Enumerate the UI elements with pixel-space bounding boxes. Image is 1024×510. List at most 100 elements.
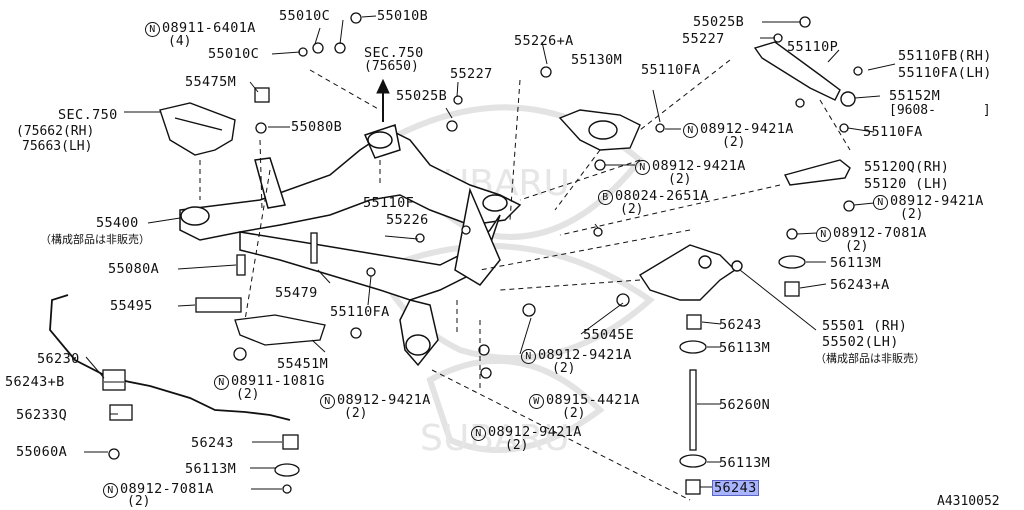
part-label-55120Q-RH[interactable]: 55120Q(RH)	[864, 159, 950, 175]
sec-ref-75650: (75650)	[364, 59, 419, 74]
part-label-55501-RH[interactable]: 55501 (RH)	[822, 318, 908, 334]
qty-label: (2)	[620, 202, 644, 217]
sec-ref-750[interactable]: SEC.750	[58, 107, 118, 123]
part-label-55130M[interactable]: 55130M	[571, 52, 623, 68]
part-label-55502-LH[interactable]: 55502(LH)	[822, 334, 899, 350]
part-label-55110FA-LH[interactable]: 55110FA(LH)	[898, 65, 992, 81]
part-label-55110FA-c[interactable]: 55110FA	[330, 304, 390, 320]
part-label-55110F[interactable]: 55110F	[363, 195, 415, 211]
trailing-arm-55110P	[753, 41, 856, 107]
part-label-55479[interactable]: 55479	[275, 285, 318, 301]
n-circle-icon: N	[635, 160, 650, 175]
part-label-56113M-c[interactable]: 56113M	[185, 461, 237, 477]
qty-label: (2)	[236, 387, 260, 402]
part-label-55495[interactable]: 55495	[110, 298, 153, 314]
part-label-55025B-a[interactable]: 55025B	[396, 88, 448, 104]
sec-ref-lh: 75663(LH)	[22, 139, 93, 154]
sec-ref-750b[interactable]: SEC.750	[364, 45, 424, 61]
n-circle-icon: N	[471, 426, 486, 441]
arrow-sec750	[376, 78, 390, 122]
not-sold-note: （構成部品は非販売）	[40, 233, 150, 246]
leader-lines	[84, 15, 896, 490]
n-circle-icon: N	[145, 22, 160, 37]
part-label-56243-a[interactable]: 56243	[719, 317, 762, 333]
diagram-code: A4310052	[937, 494, 1000, 509]
part-label-56243-b[interactable]: 56243	[191, 435, 234, 451]
n-circle-icon: N	[521, 349, 536, 364]
qty-label: (2)	[552, 361, 576, 376]
b-circle-icon: B	[598, 190, 613, 205]
qty-label: (2)	[900, 207, 924, 222]
part-label-56243B[interactable]: 56243+B	[5, 374, 65, 390]
qty-label: (2)	[344, 406, 368, 421]
part-label-56230[interactable]: 56230	[37, 351, 80, 367]
qty-label: (2)	[668, 172, 692, 187]
part-label-55080A[interactable]: 55080A	[108, 261, 160, 277]
part-label-55226[interactable]: 55226	[386, 212, 429, 228]
n-circle-icon: N	[320, 394, 335, 409]
part-label-55475M[interactable]: 55475M	[185, 74, 237, 90]
qty-label: (2)	[562, 406, 586, 421]
lower-arm-55501	[639, 244, 743, 301]
part-label-55152M[interactable]: 55152M	[889, 88, 941, 104]
n-circle-icon: N	[816, 227, 831, 242]
part-label-55110FB-RH[interactable]: 55110FB(RH)	[898, 48, 992, 64]
part-label-56243-highlighted[interactable]: 56243	[712, 480, 759, 496]
part-label-56243A[interactable]: 56243+A	[830, 277, 890, 293]
qty-label: (2)	[845, 239, 869, 254]
part-label-56260N[interactable]: 56260N	[719, 397, 771, 413]
date-range: [9608- ]	[889, 103, 991, 118]
part-label-55010B[interactable]: 55010B	[377, 8, 429, 24]
part-label-55110FA[interactable]: 55110FA	[641, 62, 701, 78]
part-label-55060A[interactable]: 55060A	[16, 444, 68, 460]
part-label-56113M-b[interactable]: 56113M	[719, 340, 771, 356]
part-label-55451M[interactable]: 55451M	[277, 356, 329, 372]
part-label-55025B-b[interactable]: 55025B	[693, 14, 745, 30]
n-circle-icon: N	[214, 375, 229, 390]
lateral-link-55120	[783, 159, 851, 186]
w-circle-icon: W	[529, 394, 544, 409]
svg-text:SUBARU: SUBARU	[420, 418, 570, 459]
part-label-55010C[interactable]: 55010C	[208, 46, 260, 62]
part-label-55226A[interactable]: 55226+A	[514, 33, 574, 49]
part-label-56113M-a[interactable]: 56113M	[830, 255, 882, 271]
dashed-guides	[199, 59, 851, 501]
part-label-55120-LH[interactable]: 55120 (LH)	[864, 176, 950, 192]
n-circle-icon: N	[103, 483, 118, 498]
part-label-55080B[interactable]: 55080B	[291, 119, 343, 135]
qty-label: (2)	[722, 135, 746, 150]
qty-label: (2)	[505, 438, 529, 453]
qty-label: (2)	[127, 494, 151, 509]
sec-ref-rh: (75662(RH)	[16, 124, 95, 139]
part-label-55110FA-b[interactable]: 55110FA	[863, 124, 923, 140]
part-label-55110P[interactable]: 55110P	[787, 39, 839, 55]
part-label-55227-a[interactable]: 55227	[450, 66, 493, 82]
part-label-55010C-top[interactable]: 55010C	[279, 8, 331, 24]
part-label-56233Q[interactable]: 56233Q	[16, 407, 68, 423]
n-circle-icon: N	[873, 195, 888, 210]
stabilizer-bar	[49, 294, 291, 421]
part-label-55400[interactable]: 55400	[96, 215, 139, 231]
crossmember-frame	[179, 124, 522, 367]
qty-label: (4)	[168, 34, 192, 49]
sec750-bracket	[159, 102, 236, 156]
part-label-55227-b[interactable]: 55227	[682, 31, 725, 47]
n-circle-icon: N	[683, 123, 698, 138]
not-sold-note: （構成部品は非販売）	[815, 352, 925, 365]
part-label-55045E[interactable]: 55045E	[583, 327, 635, 343]
part-label-56113M-d[interactable]: 56113M	[719, 455, 771, 471]
